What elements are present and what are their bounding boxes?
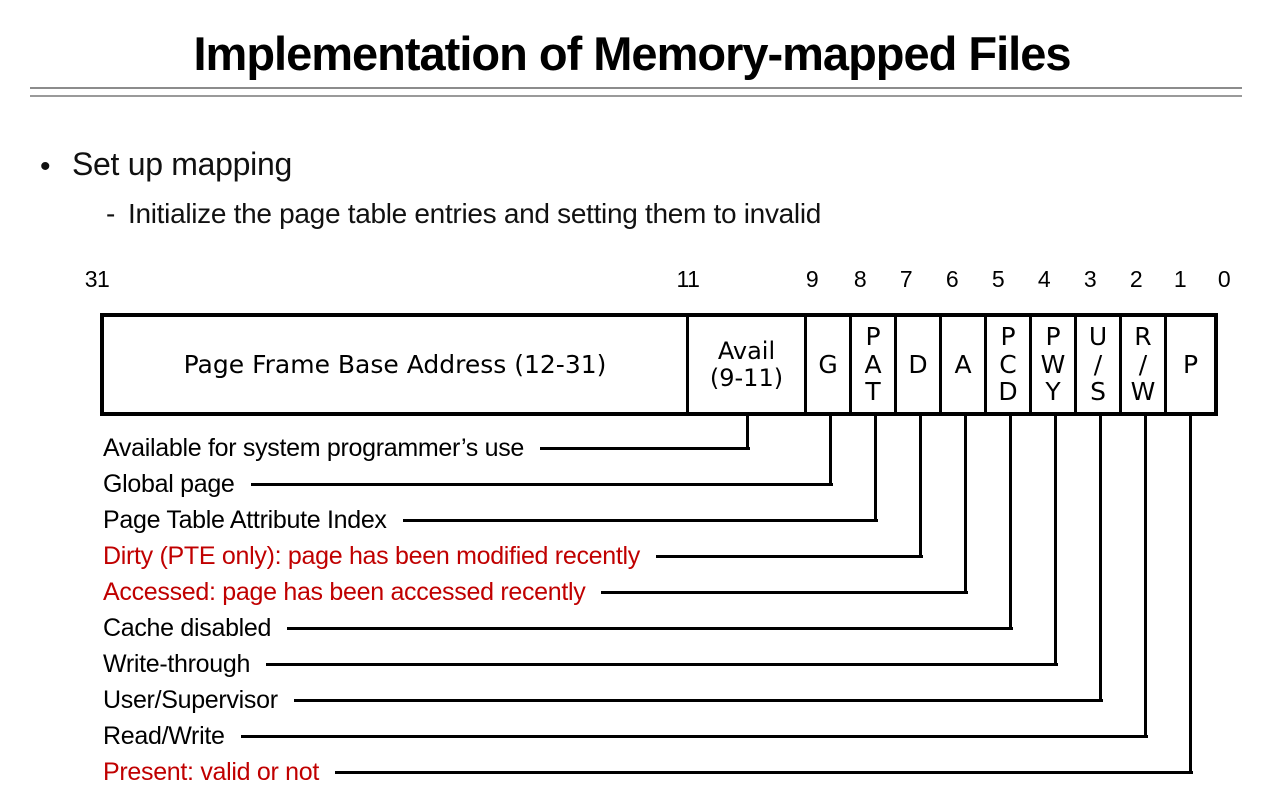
field-label-cache-disabled: Cache disabled xyxy=(103,613,272,642)
field-label-row-read-write: Read/Write xyxy=(103,719,1148,753)
connector-hline-cache-disabled xyxy=(287,626,1013,630)
field-label-row-write-through: Write-through xyxy=(103,647,1058,681)
connector-vline-pat xyxy=(874,414,877,522)
bit-number-31: 31 xyxy=(84,266,110,292)
field-label-row-avail: Available for system programmer’s use xyxy=(103,431,750,465)
bit-number-11: 11 xyxy=(676,266,700,292)
bit-cell-g: G xyxy=(807,317,852,412)
bit-number-0: 0 xyxy=(1217,266,1231,292)
bit-cell-avail: Avail (9-11) xyxy=(689,317,807,412)
field-label-row-pat: Page Table Attribute Index xyxy=(103,503,878,537)
connector-hline-accessed xyxy=(601,590,968,594)
field-label-row-present: Present: valid or not xyxy=(103,755,1193,789)
bit-number-1: 1 xyxy=(1173,266,1187,292)
field-label-avail: Available for system programmer’s use xyxy=(103,433,525,462)
field-label-row-global: Global page xyxy=(103,467,833,501)
field-label-row-dirty: Dirty (PTE only): page has been modified… xyxy=(103,539,923,573)
connector-vline-g xyxy=(829,414,832,486)
bit-cell-a: A xyxy=(942,317,987,412)
bit-number-5: 5 xyxy=(991,266,1005,292)
bit-number-7: 7 xyxy=(899,266,913,292)
connector-hline-global xyxy=(250,482,833,486)
bit-number-3: 3 xyxy=(1083,266,1097,292)
field-label-user-supervisor: User/Supervisor xyxy=(103,685,278,714)
connector-vline-pwy xyxy=(1054,414,1057,666)
page-title: Implementation of Memory-mapped Files xyxy=(193,27,1071,80)
bullet-set-up-mapping: Set up mapping xyxy=(72,146,292,182)
connector-vline-p xyxy=(1189,414,1192,774)
field-label-read-write: Read/Write xyxy=(103,721,225,750)
connector-vline-avail xyxy=(746,414,749,450)
connector-vline-a xyxy=(964,414,967,594)
bit-cell-pwy: P W Y xyxy=(1032,317,1077,412)
pte-bit-field-box: Page Frame Base Address (12-31) Avail (9… xyxy=(100,313,1218,416)
connector-vline-us xyxy=(1099,414,1102,702)
title-divider-top xyxy=(30,87,1242,89)
field-label-global: Global page xyxy=(103,469,235,498)
connector-hline-write-through xyxy=(266,662,1058,666)
bit-number-6: 6 xyxy=(945,266,959,292)
connector-hline-dirty xyxy=(655,554,923,558)
connector-vline-rw xyxy=(1144,414,1147,738)
bit-number-9: 9 xyxy=(805,266,819,292)
field-label-pat: Page Table Attribute Index xyxy=(103,505,387,534)
bit-cell-p: P xyxy=(1182,349,1199,379)
connector-hline-read-write xyxy=(240,734,1148,738)
bit-cell-d: D xyxy=(897,317,942,412)
field-label-dirty: Dirty (PTE only): page has been modified… xyxy=(103,541,640,570)
field-label-write-through: Write-through xyxy=(103,649,251,678)
field-label-present: Present: valid or not xyxy=(103,757,320,786)
connector-vline-pcd xyxy=(1009,414,1012,630)
connector-vline-d xyxy=(919,414,922,558)
bullet-marker: • xyxy=(40,150,51,183)
connector-hline-pat xyxy=(402,518,878,522)
connector-hline-present xyxy=(335,770,1193,774)
bit-cell-us: U / S xyxy=(1077,317,1122,412)
field-label-row-cache-disabled: Cache disabled xyxy=(103,611,1013,645)
sub-bullet-marker: - xyxy=(106,198,116,229)
bit-cell-pcd: P C D xyxy=(987,317,1032,412)
bit-number-2: 2 xyxy=(1129,266,1143,292)
bit-number-8: 8 xyxy=(853,266,867,292)
field-label-accessed: Accessed: page has been accessed recentl… xyxy=(103,577,586,606)
bit-cell-page-frame-base-address: Page Frame Base Address (12-31) xyxy=(104,317,689,412)
bit-cell-pat: P A T xyxy=(852,317,897,412)
title-divider-bottom xyxy=(30,95,1242,97)
connector-hline-user-supervisor xyxy=(293,698,1103,702)
field-label-row-accessed: Accessed: page has been accessed recentl… xyxy=(103,575,968,609)
field-label-row-user-supervisor: User/Supervisor xyxy=(103,683,1103,717)
connector-hline-avail xyxy=(540,446,750,450)
bit-cell-rw: R / W xyxy=(1122,317,1167,412)
bit-number-4: 4 xyxy=(1037,266,1051,292)
sub-bullet-initialize: Initialize the page table entries and se… xyxy=(128,198,822,229)
